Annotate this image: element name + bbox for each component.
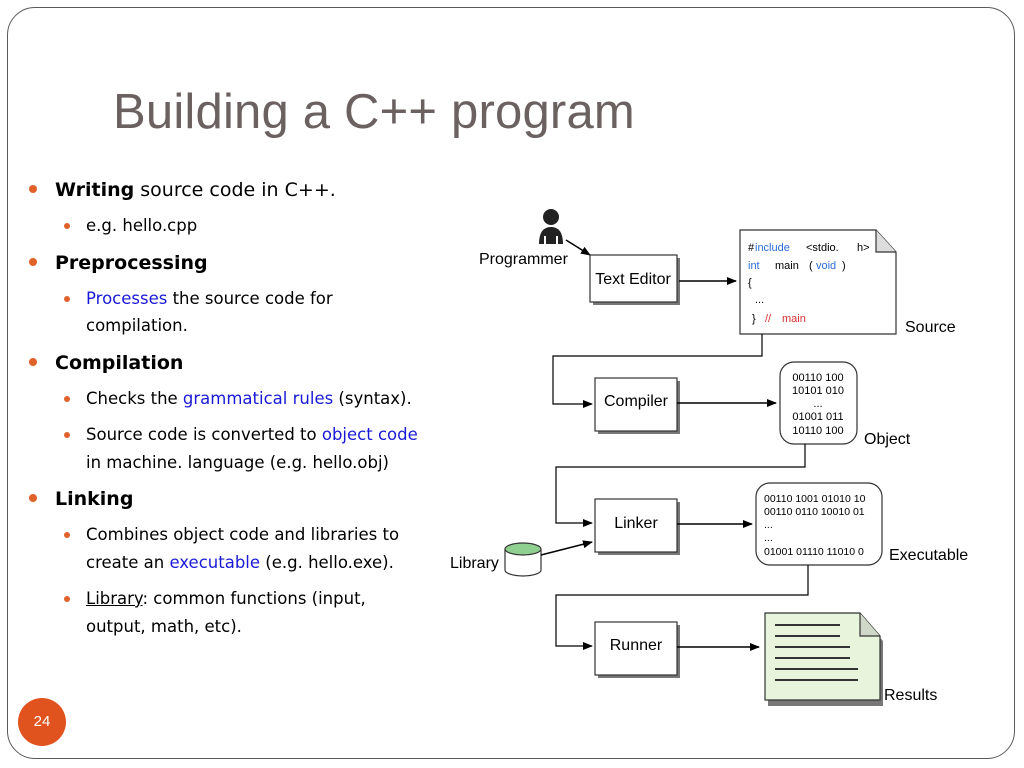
sub-bullet-dot	[64, 596, 70, 602]
runner-box	[594, 621, 680, 678]
sub-bullet-linking-library: Library: common functions (input, output…	[27, 585, 427, 640]
link-grammatical-rules[interactable]: grammatical rules	[182, 388, 334, 408]
text-editor-box	[589, 254, 680, 305]
executable-line: 01001 01110 11010 0	[764, 546, 864, 558]
executable-line: 00110 1001 01010 10	[764, 493, 866, 505]
sub-bullet-dot	[64, 532, 70, 538]
page-number-badge: 24	[18, 698, 66, 746]
code-void: void	[816, 260, 836, 272]
sub-bullet-text: the source code for compilation.	[86, 288, 333, 336]
link-object-code[interactable]: object code	[321, 425, 418, 444]
sub-bullet-dot	[64, 432, 70, 438]
source-document	[739, 229, 897, 335]
code-int: int	[748, 260, 760, 272]
arrow-source-compiler	[552, 334, 763, 408]
bullet-compilation-label: Compilation	[55, 351, 184, 374]
sub-bullet-dot	[64, 295, 70, 302]
bullet-dot	[29, 257, 37, 266]
executable-file	[755, 482, 883, 566]
code-rbrace: }	[752, 313, 756, 325]
library-label: Library	[450, 555, 499, 572]
programmer-label: Programmer	[479, 251, 569, 268]
sub-bullet-text: e.g. hello.cpp	[86, 216, 198, 235]
runner-label: Runner	[610, 637, 663, 654]
object-file	[779, 361, 858, 445]
results-label: Results	[884, 687, 937, 704]
sub-bullet-dot	[64, 395, 70, 402]
build-process-diagram: Programmer Text Editor # include <stdio.…	[450, 209, 968, 706]
code-main: main	[775, 260, 799, 272]
code-header: <stdio.	[806, 242, 839, 254]
source-code-text: # include <stdio. h> int main ( void ) {…	[748, 242, 870, 325]
library-term: Library	[86, 589, 143, 608]
bullet-linking-label: Linking	[55, 488, 134, 510]
text-editor-label: Text Editor	[595, 271, 671, 288]
bullet-list: Writing source code in C++. e.g. hello.c…	[27, 176, 427, 649]
sub-bullet-text: (e.g. hello.exe).	[260, 552, 394, 572]
sub-bullet-writing-example: e.g. hello.cpp	[27, 212, 427, 240]
object-code-text: 00110 100 10101 010 ... 01001 011 10110 …	[792, 372, 844, 437]
sub-bullet-compilation-object: Source code is converted to object code …	[27, 421, 427, 476]
bullet-preprocessing: Preprocessing	[27, 249, 427, 277]
arrow-executable-runner	[555, 565, 809, 650]
linker-box	[594, 498, 680, 555]
results-document	[764, 612, 883, 706]
executable-line: ...	[764, 519, 773, 531]
object-line: 10110 100	[792, 425, 843, 437]
code-lbrace: {	[748, 277, 752, 289]
link-executable[interactable]: executable	[169, 552, 261, 572]
link-processes[interactable]: Processes	[86, 288, 168, 308]
sub-bullet-dot	[64, 223, 70, 229]
code-comment-text: main	[782, 313, 806, 325]
sub-bullet-text: : common functions (input, output, math,…	[86, 589, 366, 636]
sub-bullet-preprocessing-detail: Processes the source code for compilatio…	[27, 285, 427, 340]
executable-line: ...	[764, 532, 773, 544]
programmer-icon	[539, 209, 563, 244]
code-rparen: )	[842, 260, 846, 272]
code-ellipsis: ...	[755, 294, 764, 306]
arrow-library-linker	[540, 540, 593, 556]
object-line: 01001 011	[792, 411, 843, 423]
compiler-box	[594, 377, 680, 434]
executable-line: 00110 0110 10010 01	[764, 506, 865, 518]
bullet-compilation: Compilation	[27, 349, 427, 377]
code-header-end: h>	[857, 242, 870, 254]
code-hash: #	[748, 242, 755, 254]
compiler-label: Compiler	[604, 393, 669, 410]
object-line: ...	[813, 398, 822, 410]
library-cylinder	[504, 542, 542, 577]
object-line: 10101 010	[792, 385, 844, 397]
sub-bullet-text: Combines object code and libraries to cr…	[86, 525, 400, 572]
code-lparen: (	[809, 260, 813, 272]
bullet-dot	[29, 185, 37, 193]
executable-label: Executable	[889, 547, 968, 564]
bullet-writing-bold: Writing	[55, 179, 135, 201]
bullet-linking: Linking	[27, 485, 427, 513]
sub-bullet-text: (syntax).	[333, 388, 412, 408]
bullet-preprocessing-label: Preprocessing	[55, 251, 208, 274]
arrow-object-linker	[555, 444, 806, 527]
sub-bullet-text: Source code is converted to	[86, 425, 322, 444]
bullet-dot	[29, 357, 37, 366]
linker-label: Linker	[614, 515, 658, 532]
sub-bullet-compilation-grammar: Checks the grammatical rules (syntax).	[27, 385, 427, 413]
slide-title: Building a C++ program	[113, 85, 635, 139]
sub-bullet-linking-combine: Combines object code and libraries to cr…	[27, 521, 427, 576]
sub-bullet-text: in machine. language (e.g. hello.obj)	[86, 452, 389, 472]
arrow-programmer-editor	[565, 239, 591, 256]
bullet-writing: Writing source code in C++.	[27, 176, 427, 204]
executable-code-text: 00110 1001 01010 10 00110 0110 10010 01 …	[764, 493, 866, 558]
code-comment: //	[765, 313, 772, 325]
sub-bullet-text: Checks the	[86, 388, 183, 408]
object-label: Object	[864, 431, 911, 448]
bullet-dot	[29, 494, 37, 502]
source-label: Source	[905, 319, 956, 336]
bullet-writing-rest: source code in C++.	[134, 179, 336, 201]
object-line: 00110 100	[792, 372, 843, 384]
code-include: include	[755, 242, 790, 254]
